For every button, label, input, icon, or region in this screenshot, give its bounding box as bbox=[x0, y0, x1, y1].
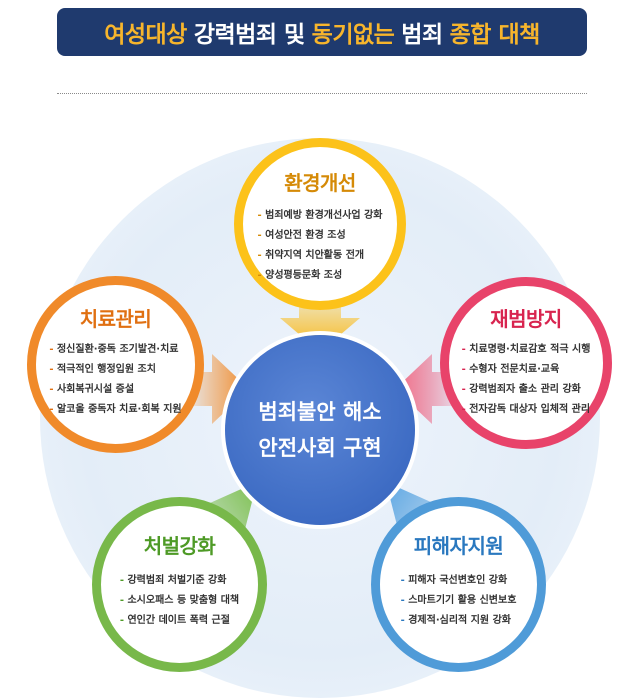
title-part-3: 동기없는 bbox=[311, 22, 395, 48]
list-item: 취약지역 치안활동 전개 bbox=[257, 246, 382, 266]
center-goal: 범죄불안 해소 안전사회 구현 bbox=[225, 335, 415, 525]
arrow-treatment bbox=[192, 354, 249, 424]
title-part-1: 여성대상 bbox=[104, 22, 187, 48]
node-environment: 환경개선 범죄예방 환경개선사업 강화 여성안전 환경 조성 취약지역 치안활동… bbox=[234, 138, 406, 310]
list-item: 강력범죄자 출소 관리 강화 bbox=[462, 380, 591, 400]
list-item: 알코올 중독자 치료·회복 지원 bbox=[49, 400, 182, 420]
divider bbox=[57, 93, 587, 94]
list-item: 강력범죄 처벌기준 강화 bbox=[120, 571, 239, 591]
node-victim-support: 피해자지원 피해자 국선변호인 강화 스마트기기 활용 신변보호 경제적·심리적… bbox=[371, 497, 546, 672]
node-recidivism-title: 재범방지 bbox=[490, 307, 562, 331]
list-item: 경제적·심리적 지원 강화 bbox=[401, 611, 517, 631]
node-victim-support-title: 피해자지원 bbox=[413, 534, 504, 558]
node-treatment-title: 치료관리 bbox=[79, 307, 152, 331]
list-item: 수형자 전문치료·교육 bbox=[462, 360, 591, 380]
node-environment-title: 환경개선 bbox=[284, 171, 356, 195]
node-punishment-title: 처벌강화 bbox=[143, 534, 216, 558]
center-line-2: 안전사회 구현 bbox=[258, 436, 382, 460]
list-item: 양성평등문화 조성 bbox=[257, 266, 382, 286]
list-item: 정신질환·중독 조기발견·치료 bbox=[49, 340, 181, 360]
node-punishment: 처벌강화 강력범죄 처벌기준 강화 소시오패스 등 맞춤형 대책 연인간 데이트… bbox=[92, 497, 267, 672]
center-line-1: 범죄불안 해소 bbox=[258, 400, 382, 424]
list-item: 여성안전 환경 조성 bbox=[257, 226, 382, 246]
title-part-4: 범죄 bbox=[401, 22, 443, 48]
title-part-2: 강력범죄 및 bbox=[193, 22, 305, 48]
list-item: 스마트기기 활용 신변보호 bbox=[401, 591, 516, 611]
list-item: 적극적인 행정입원 조치 bbox=[49, 360, 181, 380]
list-item: 범죄예방 환경개선사업 강화 bbox=[257, 206, 382, 226]
node-recidivism: 재범방지 치료명령·치료감호 적극 시행 수형자 전문치료·교육 강력범죄자 출… bbox=[440, 277, 612, 449]
list-item: 피해자 국선변호인 강화 bbox=[401, 571, 517, 591]
list-item: 연인간 데이트 폭력 근절 bbox=[120, 611, 239, 631]
list-item: 사회복귀시설 증설 bbox=[49, 380, 181, 400]
list-item: 전자감독 대상자 입체적 관리 bbox=[462, 400, 591, 420]
list-item: 치료명령·치료감호 적극 시행 bbox=[462, 340, 590, 360]
arrow-recidivism bbox=[395, 354, 454, 424]
page-title: 여성대상 강력범죄 및 동기없는 범죄 종합 대책 bbox=[57, 8, 587, 56]
list-item: 소시오패스 등 맞춤형 대책 bbox=[120, 591, 239, 611]
title-part-5: 종합 대책 bbox=[449, 22, 541, 48]
node-treatment: 치료관리 정신질환·중독 조기발견·치료 적극적인 행정입원 조치 사회복귀시설… bbox=[27, 276, 204, 453]
